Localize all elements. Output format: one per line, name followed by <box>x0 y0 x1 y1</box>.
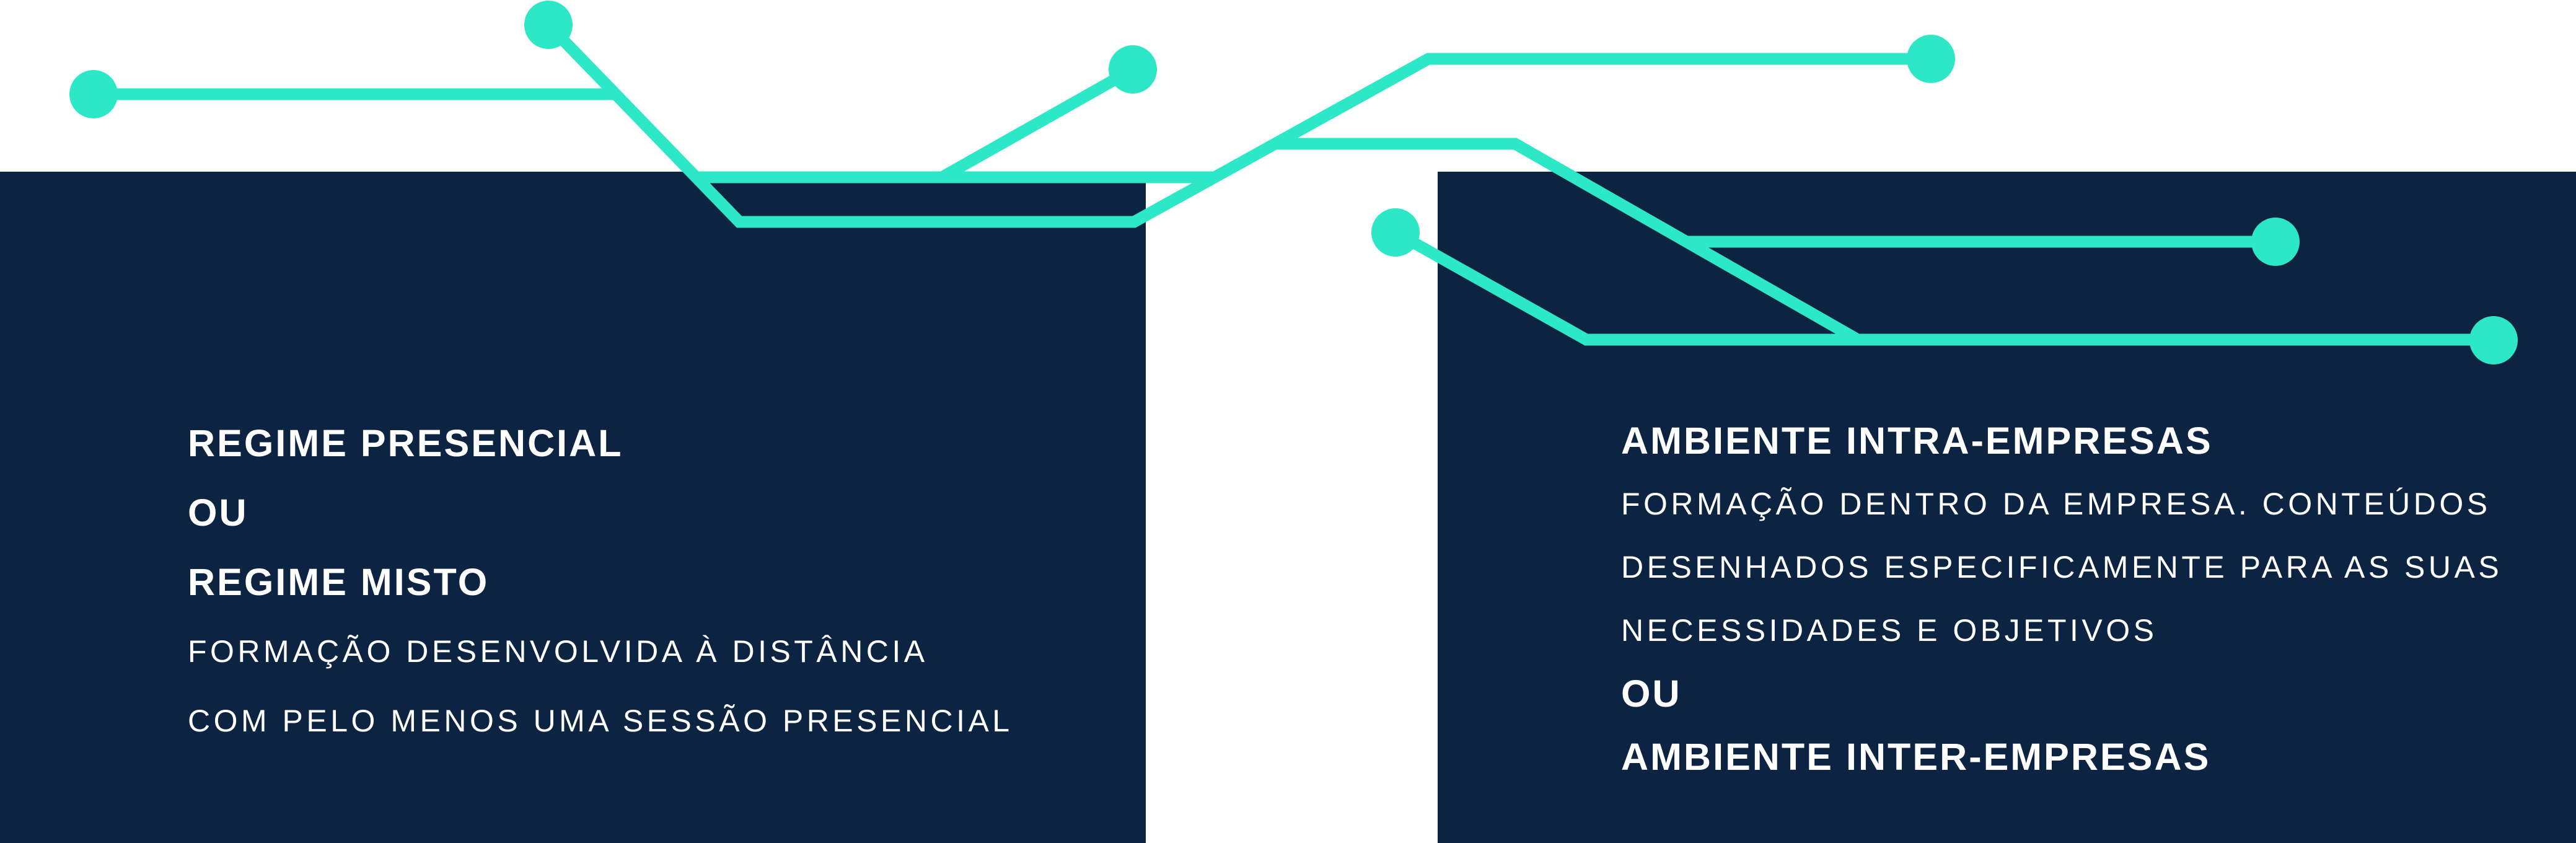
right-panel-line-6: AMBIENTE INTER-EMPRESAS <box>1621 736 2211 778</box>
dot-c <box>1109 45 1157 94</box>
left-panel-line-1: REGIME PRESENCIAL <box>188 422 623 464</box>
left-panel-line-3: REGIME MISTO <box>188 561 490 603</box>
circuit-line <box>939 64 1136 183</box>
right-panel-line-2: FORMAÇÃO DENTRO DA EMPRESA. CONTEÚDOS <box>1621 487 2491 521</box>
left-panel: REGIME PRESENCIAL OU REGIME MISTO FORMAÇ… <box>0 172 1146 843</box>
dot-b <box>524 1 573 49</box>
right-panel: AMBIENTE INTRA-EMPRESAS FORMAÇÃO DENTRO … <box>1438 172 2576 843</box>
right-panel-text: AMBIENTE INTRA-EMPRESAS FORMAÇÃO DENTRO … <box>1621 409 2502 788</box>
dot-d <box>1907 35 1955 83</box>
right-panel-line-3: DESENHADOS ESPECIFICAMENTE PARA AS SUAS <box>1621 550 2503 585</box>
dot-a <box>69 70 118 118</box>
right-panel-line-1: AMBIENTE INTRA-EMPRESAS <box>1621 420 2213 462</box>
left-panel-text: REGIME PRESENCIAL OU REGIME MISTO FORMAÇ… <box>188 408 1013 756</box>
left-panel-line-2: OU <box>188 492 248 534</box>
right-panel-line-4: NECESSIDADES E OBJETIVOS <box>1621 613 2158 648</box>
right-panel-line-5: OU <box>1621 673 1682 715</box>
left-panel-line-5: COM PELO MENOS UMA SESSÃO PRESENCIAL <box>188 704 1013 738</box>
left-panel-line-4: FORMAÇÃO DESENVOLVIDA À DISTÂNCIA <box>188 634 928 669</box>
dot-g <box>1371 208 1420 257</box>
